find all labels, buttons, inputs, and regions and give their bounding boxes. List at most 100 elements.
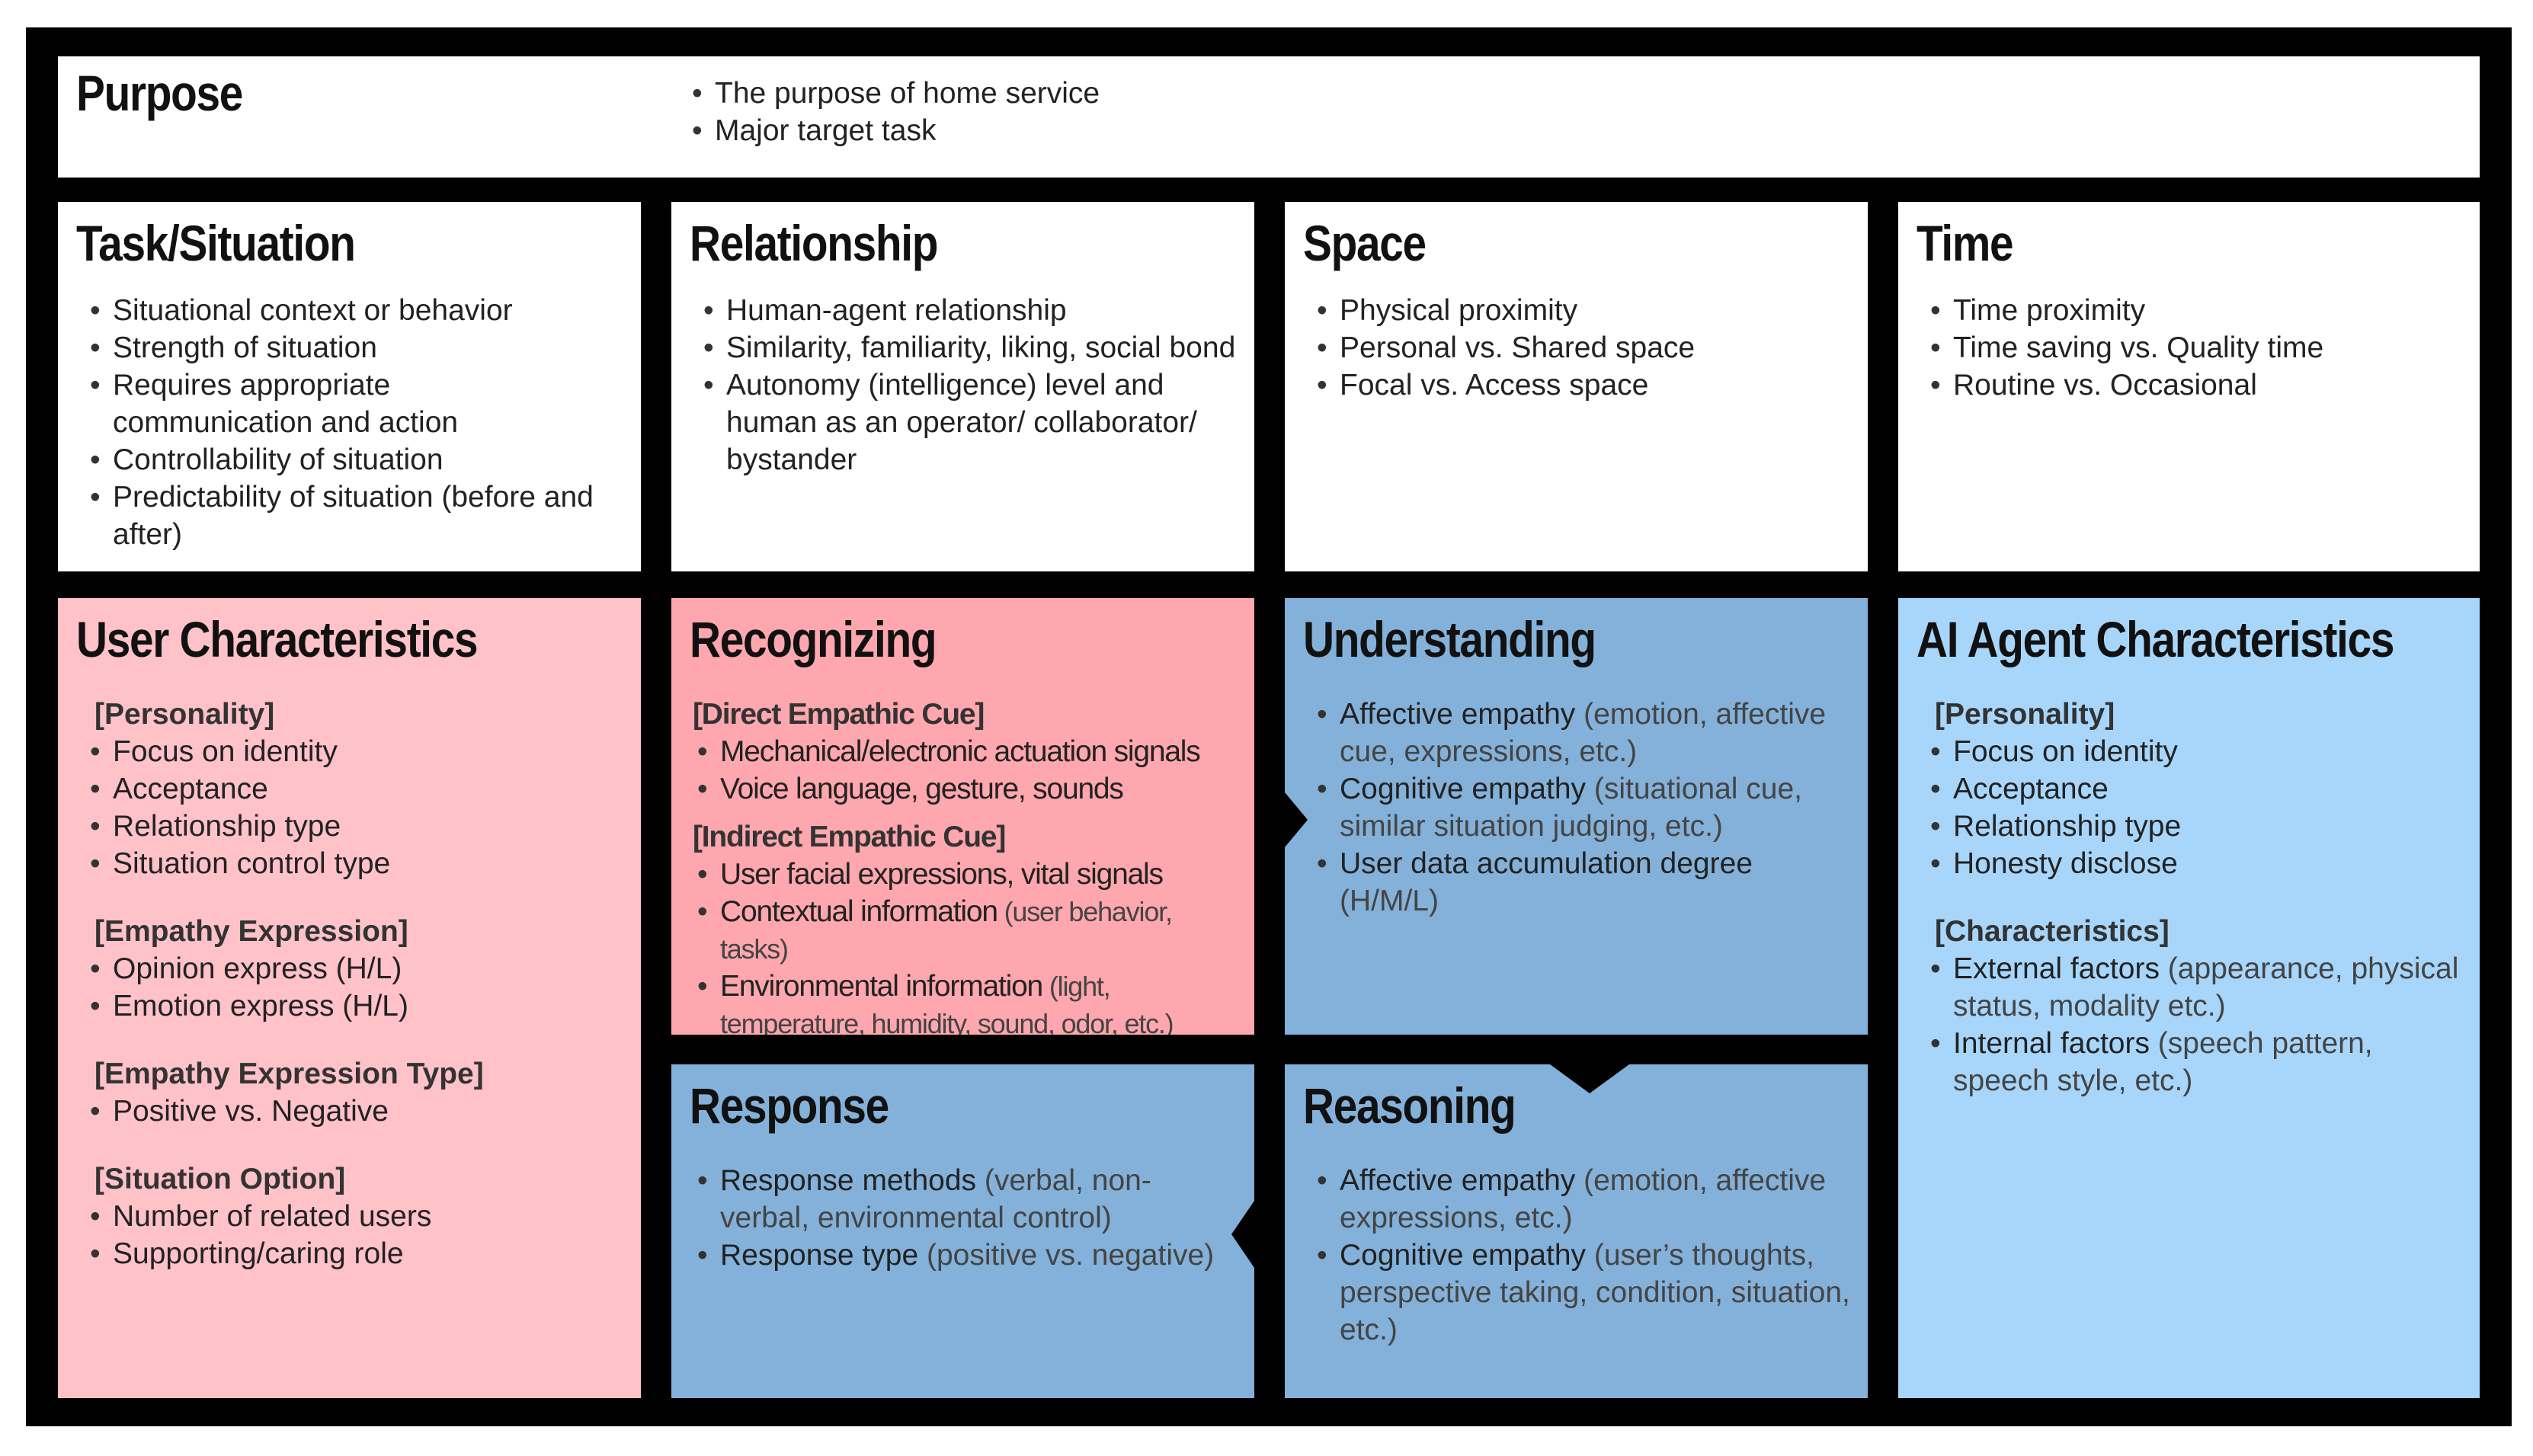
- understanding-box: Understanding Affective empathy (emotion…: [1285, 598, 1868, 1035]
- item-keyword: Cognitive empathy: [1340, 1239, 1587, 1272]
- list-item: Acceptance: [85, 770, 626, 808]
- item-detail: (speech pattern, speech style, etc.): [1953, 1027, 2373, 1097]
- agent-personality-section: [Personality] Focus on identity Acceptan…: [1930, 696, 2464, 882]
- list-item: Mechanical/electronic actuation signals: [693, 733, 1245, 770]
- response-title: Response: [690, 1077, 889, 1134]
- user-personality-section: [Personality] Focus on identity Acceptan…: [90, 696, 626, 882]
- list-item: Focus on identity: [1926, 733, 2464, 770]
- agent-characteristics-section: [Characteristics] External factors (appe…: [1930, 913, 2464, 1099]
- item-detail: (positive vs. negative): [918, 1239, 1215, 1272]
- list-item: Requires appropriate communication and a…: [85, 366, 626, 441]
- direct-cue-section: [Direct Empathic Cue] Mechanical/electro…: [693, 696, 1245, 808]
- purpose-box: Purpose The purpose of home service Majo…: [58, 56, 2480, 178]
- reasoning-box: Reasoning Affective empathy (emotion, af…: [1285, 1064, 1868, 1398]
- item-detail: (user’s thoughts, perspective taking, co…: [1340, 1239, 1850, 1346]
- time-title: Time: [1917, 215, 2014, 271]
- item-keyword: Response type: [720, 1239, 919, 1272]
- section-heading: [Indirect Empathic Cue]: [693, 821, 1006, 853]
- item-detail: (appearance, physical status, modality e…: [1953, 952, 2459, 1022]
- list-item: Relationship type: [1926, 808, 2464, 845]
- item-keyword: External factors: [1953, 952, 2160, 985]
- recognizing-title: Recognizing: [690, 611, 937, 667]
- list-item: Number of related users: [85, 1198, 626, 1235]
- user-empathy-expression-section: [Empathy Expression] Opinion express (H/…: [90, 913, 626, 1025]
- space-list: Physical proximity Personal vs. Shared s…: [1312, 292, 1853, 404]
- space-title: Space: [1303, 215, 1427, 271]
- list-item: Similarity, familiarity, liking, social …: [699, 329, 1239, 366]
- item-keyword: Focus on identity: [1953, 735, 2178, 768]
- task-situation-list: Situational context or behavior Strength…: [85, 292, 626, 553]
- relationship-title: Relationship: [690, 215, 938, 271]
- user-situation-option-section: [Situation Option] Number of related use…: [90, 1160, 626, 1272]
- response-list: Response methods (verbal, non-verbal, en…: [693, 1162, 1239, 1274]
- item-detail: (emotion, affective cue, expressions, et…: [1340, 698, 1827, 768]
- list-item: User facial expressions, vital signals: [693, 856, 1245, 893]
- item-keyword: Honesty disclose: [1953, 847, 2178, 880]
- list-item: Predictability of situation (before and …: [85, 478, 626, 553]
- list-item: External factors (appearance, physical s…: [1926, 950, 2464, 1025]
- relationship-box: Relationship Human-agent relationship Si…: [671, 202, 1254, 571]
- list-item: Situational context or behavior: [85, 292, 626, 329]
- list-item: Physical proximity: [1312, 292, 1853, 329]
- section-heading: [Personality]: [1935, 698, 2115, 731]
- item-detail: (verbal, non-verbal, environmental contr…: [720, 1164, 1151, 1234]
- item-detail: (user behavior, tasks): [720, 896, 1173, 965]
- list-item: Affective empathy (emotion, affective ex…: [1312, 1162, 1853, 1237]
- list-item: Situation control type: [85, 845, 626, 882]
- list-item: Personal vs. Shared space: [1312, 329, 1853, 366]
- list-item: Time proximity: [1926, 292, 2464, 329]
- list-item: Focus on identity: [85, 733, 626, 770]
- list-item: Supporting/caring role: [85, 1235, 626, 1272]
- list-item: User data accumulation degree (H/M/L): [1312, 845, 1853, 920]
- list-item: Honesty disclose: [1926, 845, 2464, 882]
- section-heading: [Characteristics]: [1935, 915, 2170, 948]
- section-heading: [Empathy Expression]: [94, 915, 408, 948]
- item-detail: (light, temperature, humidity, sound, od…: [720, 971, 1174, 1035]
- section-heading: [Situation Option]: [94, 1163, 346, 1195]
- understanding-title: Understanding: [1303, 611, 1596, 667]
- list-item: Affective empathy (emotion, affective cu…: [1312, 696, 1853, 770]
- list-item: Cognitive empathy (user’s thoughts, pers…: [1312, 1237, 1853, 1349]
- purpose-title: Purpose: [76, 65, 243, 121]
- purpose-list: The purpose of home service Major target…: [687, 75, 1100, 149]
- understanding-list: Affective empathy (emotion, affective cu…: [1312, 696, 1853, 920]
- list-item: Focal vs. Access space: [1312, 366, 1853, 404]
- time-box: Time Time proximity Time saving vs. Qual…: [1898, 202, 2480, 571]
- list-item: Autonomy (intelligence) level and human …: [699, 366, 1239, 478]
- user-characteristics-box: User Characteristics [Personality] Focus…: [58, 598, 641, 1398]
- list-item: Internal factors (speech pattern, speech…: [1926, 1025, 2464, 1099]
- user-empathy-expression-type-section: [Empathy Expression Type] Positive vs. N…: [90, 1055, 626, 1130]
- list-item: Contextual information (user behavior, t…: [693, 893, 1245, 968]
- user-characteristics-title: User Characteristics: [76, 611, 479, 667]
- space-box: Space Physical proximity Personal vs. Sh…: [1285, 202, 1868, 571]
- list-item: Response methods (verbal, non-verbal, en…: [693, 1162, 1239, 1237]
- reasoning-to-response-arrow: [1231, 1201, 1254, 1268]
- ai-agent-characteristics-box: AI Agent Characteristics [Personality] F…: [1898, 598, 2480, 1398]
- list-item: Positive vs. Negative: [85, 1093, 626, 1130]
- reasoning-list: Affective empathy (emotion, affective ex…: [1312, 1162, 1853, 1349]
- item-keyword: Cognitive empathy: [1340, 773, 1587, 805]
- item-detail: (situational cue, similar situation judg…: [1340, 773, 1803, 843]
- item-keyword: Mechanical/electronic actuation signals: [720, 735, 1201, 768]
- item-keyword: Acceptance: [1953, 773, 2109, 805]
- item-keyword: User facial expressions, vital signals: [720, 858, 1164, 891]
- purpose-item: Major target task: [687, 112, 1100, 149]
- item-detail: (H/M/L): [1340, 885, 1439, 917]
- list-item: Environmental information (light, temper…: [693, 968, 1245, 1035]
- list-item: Time saving vs. Quality time: [1926, 329, 2464, 366]
- indirect-cue-section: [Indirect Empathic Cue] User facial expr…: [693, 818, 1245, 1035]
- list-item: Routine vs. Occasional: [1926, 366, 2464, 404]
- item-keyword: Affective empathy: [1340, 1164, 1576, 1197]
- task-situation-box: Task/Situation Situational context or be…: [58, 202, 641, 571]
- list-item: Voice language, gesture, sounds: [693, 770, 1245, 808]
- item-keyword: User data accumulation degree: [1340, 847, 1753, 880]
- section-heading: [Direct Empathic Cue]: [693, 698, 985, 731]
- list-item: Controllability of situation: [85, 441, 626, 478]
- item-keyword: Contextual information: [720, 895, 998, 928]
- recognizing-to-understanding-arrow: [1285, 792, 1308, 847]
- list-item: Cognitive empathy (situational cue, simi…: [1312, 770, 1853, 845]
- item-keyword: Response methods: [720, 1164, 977, 1197]
- reasoning-title: Reasoning: [1303, 1077, 1516, 1134]
- purpose-item: The purpose of home service: [687, 75, 1100, 112]
- list-item: Response type (positive vs. negative): [693, 1237, 1239, 1274]
